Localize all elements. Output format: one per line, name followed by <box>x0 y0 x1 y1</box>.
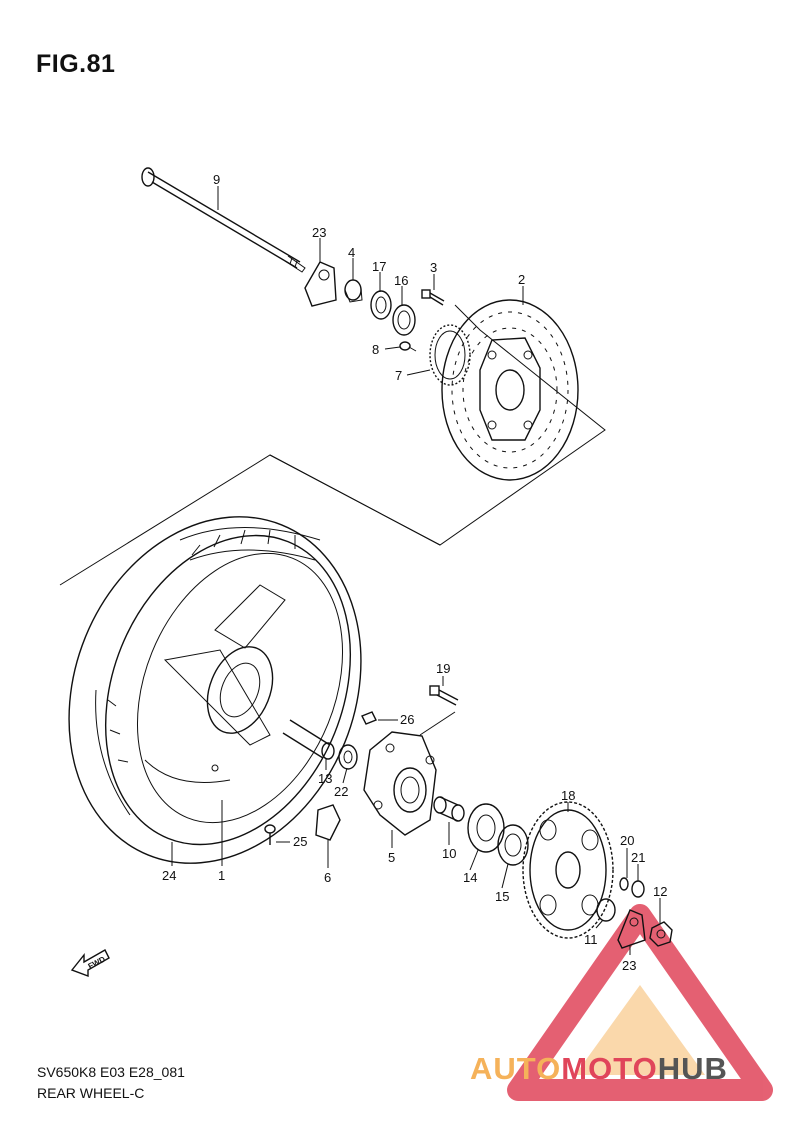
axle-nut-12 <box>649 921 673 947</box>
oil-seal-17 <box>370 290 392 320</box>
figure-title: FIG.81 <box>36 50 116 78</box>
callout-2: 2 <box>518 272 525 287</box>
lower-plane-outline <box>269 454 441 546</box>
bearing-16 <box>392 304 416 336</box>
callout-23-upper: 23 <box>312 225 326 240</box>
spacer-11 <box>596 898 616 922</box>
rear-axle <box>141 167 306 273</box>
axle-adjuster-lower <box>617 909 646 949</box>
callout-18: 18 <box>561 788 575 803</box>
callout-4: 4 <box>348 245 355 260</box>
tire-valve-25 <box>264 824 276 845</box>
rear-wheel-tire <box>68 516 362 864</box>
callout-22: 22 <box>334 784 348 799</box>
callout-16: 16 <box>394 273 408 288</box>
oil-seal-15 <box>497 824 529 866</box>
watermark-triangle <box>507 904 773 1101</box>
callout-14: 14 <box>463 870 477 885</box>
callout-19: 19 <box>436 661 450 676</box>
callout-1: 1 <box>218 868 225 883</box>
watermark-hub: HUB <box>658 1051 728 1086</box>
clip-6 <box>315 804 341 841</box>
callout-3: 3 <box>430 260 437 275</box>
fwd-arrow-icon: FWD <box>70 949 110 978</box>
callout-5: 5 <box>388 850 395 865</box>
callout-8: 8 <box>372 342 379 357</box>
watermark-logo: AUTOMOTOHUB <box>470 1051 728 1086</box>
brake-disc-2 <box>441 299 579 481</box>
callout-9: 9 <box>213 172 220 187</box>
disc-bolt-3 <box>421 289 445 306</box>
leader-lines <box>171 186 661 955</box>
callout-6: 6 <box>324 870 331 885</box>
callout-23-lower: 23 <box>622 958 636 973</box>
bolt-19 <box>429 685 459 706</box>
screw-8 <box>399 341 417 352</box>
nut-21 <box>631 880 645 898</box>
washer-20 <box>619 877 629 891</box>
figure-code: SV650K8 E03 E28_081 <box>37 1064 185 1080</box>
spacer-4 <box>344 279 363 303</box>
sensor-ring-7 <box>429 324 471 386</box>
callout-11: 11 <box>584 932 598 947</box>
sprocket-hub-5 <box>363 731 437 836</box>
watermark-moto: MOTO <box>561 1051 657 1086</box>
spacer-10 <box>433 796 465 822</box>
callout-25: 25 <box>293 834 307 849</box>
wheel-rim-1 <box>144 584 286 783</box>
axle-adjuster-upper <box>304 261 337 307</box>
svg-text:AUTOMOTOHUB: AUTOMOTOHUB <box>470 1051 728 1086</box>
damper-26 <box>361 711 377 725</box>
watermark-auto: AUTO <box>470 1051 561 1086</box>
spacer-13 <box>282 719 335 760</box>
callout-24: 24 <box>162 868 176 883</box>
callout-13: 13 <box>318 771 332 786</box>
callout-17: 17 <box>372 259 386 274</box>
callout-12: 12 <box>653 884 667 899</box>
callout-7: 7 <box>395 368 402 383</box>
callout-26: 26 <box>400 712 414 727</box>
callout-15: 15 <box>495 889 509 904</box>
oil-seal-22 <box>338 744 358 770</box>
callout-10: 10 <box>442 846 456 861</box>
callout-20: 20 <box>620 833 634 848</box>
figure-name: REAR WHEEL-C <box>37 1085 145 1101</box>
callout-21: 21 <box>631 850 645 865</box>
upper-plane-outline <box>59 304 606 586</box>
